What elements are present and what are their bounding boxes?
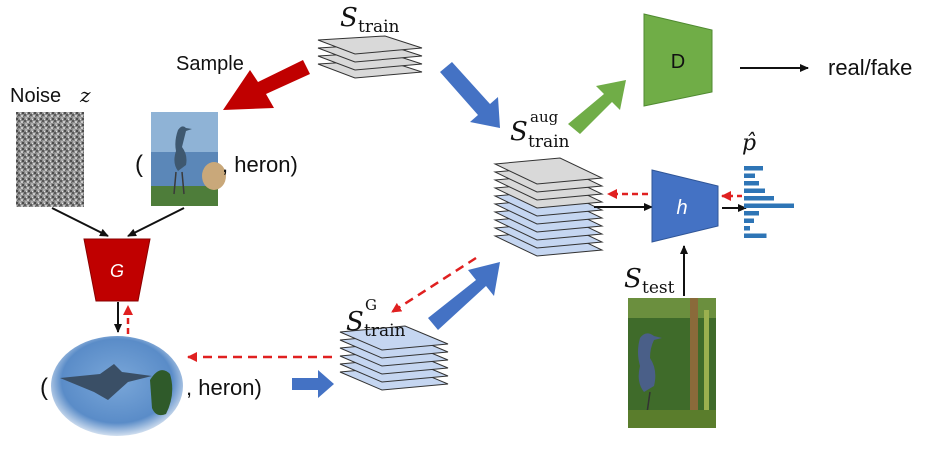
histogram-bar: [744, 173, 755, 178]
histogram-bar: [744, 218, 754, 223]
noise-variable: z: [79, 83, 91, 107]
s-aug-train-label-sup: aug: [530, 108, 559, 126]
histogram-bar: [744, 181, 759, 186]
s-train-label-sub: train: [358, 17, 400, 37]
sample-arrow: [223, 60, 310, 110]
gen-pair-label: , heron): [186, 375, 262, 400]
noise-image: [16, 112, 84, 207]
s-aug-train-label-s: S: [510, 117, 528, 147]
histogram-bar: [744, 203, 794, 208]
real-fake-label: real/fake: [828, 55, 912, 80]
aug-to-d-arrow: [568, 80, 626, 134]
train-to-aug-arrow: [440, 62, 500, 128]
s-aug-train-stack: [493, 157, 604, 257]
s-test-label-sub: test: [642, 278, 675, 298]
histogram-bar: [744, 233, 767, 238]
discriminator-block: [643, 13, 713, 107]
histogram-bar: [744, 166, 763, 171]
s-test-label-s: S: [624, 264, 642, 294]
s-g-train-label-sup: G: [365, 296, 377, 314]
generator-label: G: [110, 261, 124, 281]
s-g-train-stack: [339, 325, 449, 391]
generated-heron-photo: [51, 336, 183, 436]
discriminator-label: D: [671, 51, 685, 73]
real-pair-label: , heron): [222, 152, 298, 177]
heron-photo: [151, 112, 226, 206]
histogram-bar: [744, 196, 774, 201]
s-train-stack: [317, 35, 423, 79]
test-heron-photo: [628, 298, 716, 428]
generator-block: [83, 238, 151, 302]
s-g-train-label-sub: train: [364, 321, 406, 341]
classifier-block: [651, 169, 719, 243]
noise-to-g-arrow: [51, 207, 109, 237]
histogram-bar: [744, 226, 750, 231]
sample-label: Sample: [176, 53, 244, 75]
classifier-label: h: [676, 197, 687, 219]
s-aug-train-label-sub: train: [528, 132, 570, 152]
s-g-train-label-s: S: [346, 307, 364, 337]
noise-label: Noise: [10, 85, 61, 107]
label-to-g-arrow: [127, 207, 185, 237]
histogram-bar: [744, 211, 759, 216]
generated-to-sg-arrow: [292, 370, 334, 398]
histogram-bar: [744, 188, 765, 193]
p-hat-histogram: [744, 166, 794, 238]
aug-to-sg-gradient-arrow: [391, 256, 477, 314]
p-hat-label: p̂: [742, 131, 756, 156]
gen-pair-open-paren: (: [40, 374, 48, 401]
sg-to-aug-arrow: [428, 262, 500, 330]
s-train-label-s: S: [340, 3, 358, 33]
real-pair-open-paren: (: [135, 151, 143, 178]
